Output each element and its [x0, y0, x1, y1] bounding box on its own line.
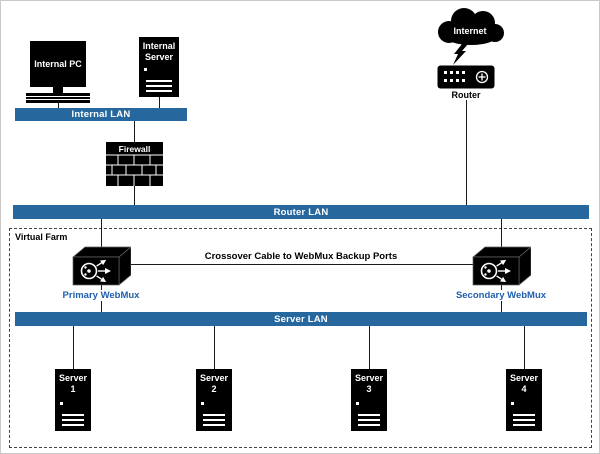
internal-lan-label: Internal LAN — [71, 109, 131, 120]
server-3-name: Server — [354, 373, 384, 383]
edge-router-router-lan — [466, 100, 467, 205]
virtual-farm-boundary — [9, 228, 592, 448]
server-1-number: 1 — [70, 384, 76, 395]
firewall-label: Firewall — [119, 144, 151, 154]
server-3-number: 3 — [366, 384, 372, 395]
internet-label: Internet — [453, 26, 486, 36]
server-2-vents — [196, 411, 232, 426]
router-lan-bar: Router LAN — [13, 205, 589, 219]
internal-lan-bar: Internal LAN — [15, 108, 187, 121]
server-4-number: 4 — [521, 384, 527, 395]
server-lan-label: Server LAN — [274, 313, 328, 325]
virtual-farm-label: Virtual Farm — [15, 232, 68, 242]
crossover-cable-label: Crossover Cable to WebMux Backup Ports — [204, 251, 398, 262]
firewall-icon: Firewall — [106, 142, 163, 186]
server-1-led — [60, 402, 63, 405]
edge-server-lan-server4 — [524, 326, 525, 369]
secondary-webmux-icon — [472, 246, 531, 286]
internal-server-led — [144, 68, 147, 71]
server-3-vents — [351, 411, 387, 426]
server-4-name: Server — [509, 373, 539, 383]
edge-server-lan-server1 — [73, 326, 74, 369]
server-1-vents — [55, 411, 91, 426]
router-icon — [437, 65, 495, 89]
edge-server-internal-lan — [159, 97, 160, 108]
primary-webmux-icon — [72, 246, 131, 286]
server-2-number: 2 — [211, 384, 217, 395]
secondary-webmux-label: Secondary WebMux — [439, 290, 563, 301]
edge-server-lan-server3 — [369, 326, 370, 369]
server-lan-bar: Server LAN — [15, 312, 587, 326]
server-4-led — [511, 402, 514, 405]
lightning-bolt-icon — [453, 44, 468, 65]
internet-cloud-icon: Internet — [438, 8, 504, 45]
internal-pc-label: Internal PC — [34, 58, 82, 69]
server-1-name: Server — [58, 373, 88, 383]
router-label: Router — [451, 90, 481, 100]
router-lan-label: Router LAN — [273, 206, 329, 218]
internal-server: Internal Server — [139, 37, 179, 97]
internal-pc-monitor: Internal PC — [30, 41, 86, 87]
internal-pc-keyboard — [26, 93, 90, 103]
edge-firewall-router-lan — [134, 186, 135, 205]
server-4-vents — [506, 411, 542, 426]
primary-webmux-label: Primary WebMux — [39, 290, 163, 301]
server-2-led — [201, 402, 204, 405]
edge-pc-internal-lan — [58, 102, 59, 108]
server-3: Server 3 — [351, 369, 387, 431]
internal-pc: Internal PC — [26, 41, 92, 103]
server-1: Server 1 — [55, 369, 91, 431]
edge-server-lan-server2 — [214, 326, 215, 369]
internal-server-label: Internal Server — [142, 41, 176, 63]
internal-pc-stand — [53, 87, 63, 93]
server-2-name: Server — [199, 373, 229, 383]
internal-server-vents — [139, 77, 179, 92]
server-2: Server 2 — [196, 369, 232, 431]
edge-crossover-cable — [131, 264, 473, 265]
edge-internal-lan-firewall — [134, 121, 135, 142]
server-3-led — [356, 402, 359, 405]
server-4: Server 4 — [506, 369, 542, 431]
